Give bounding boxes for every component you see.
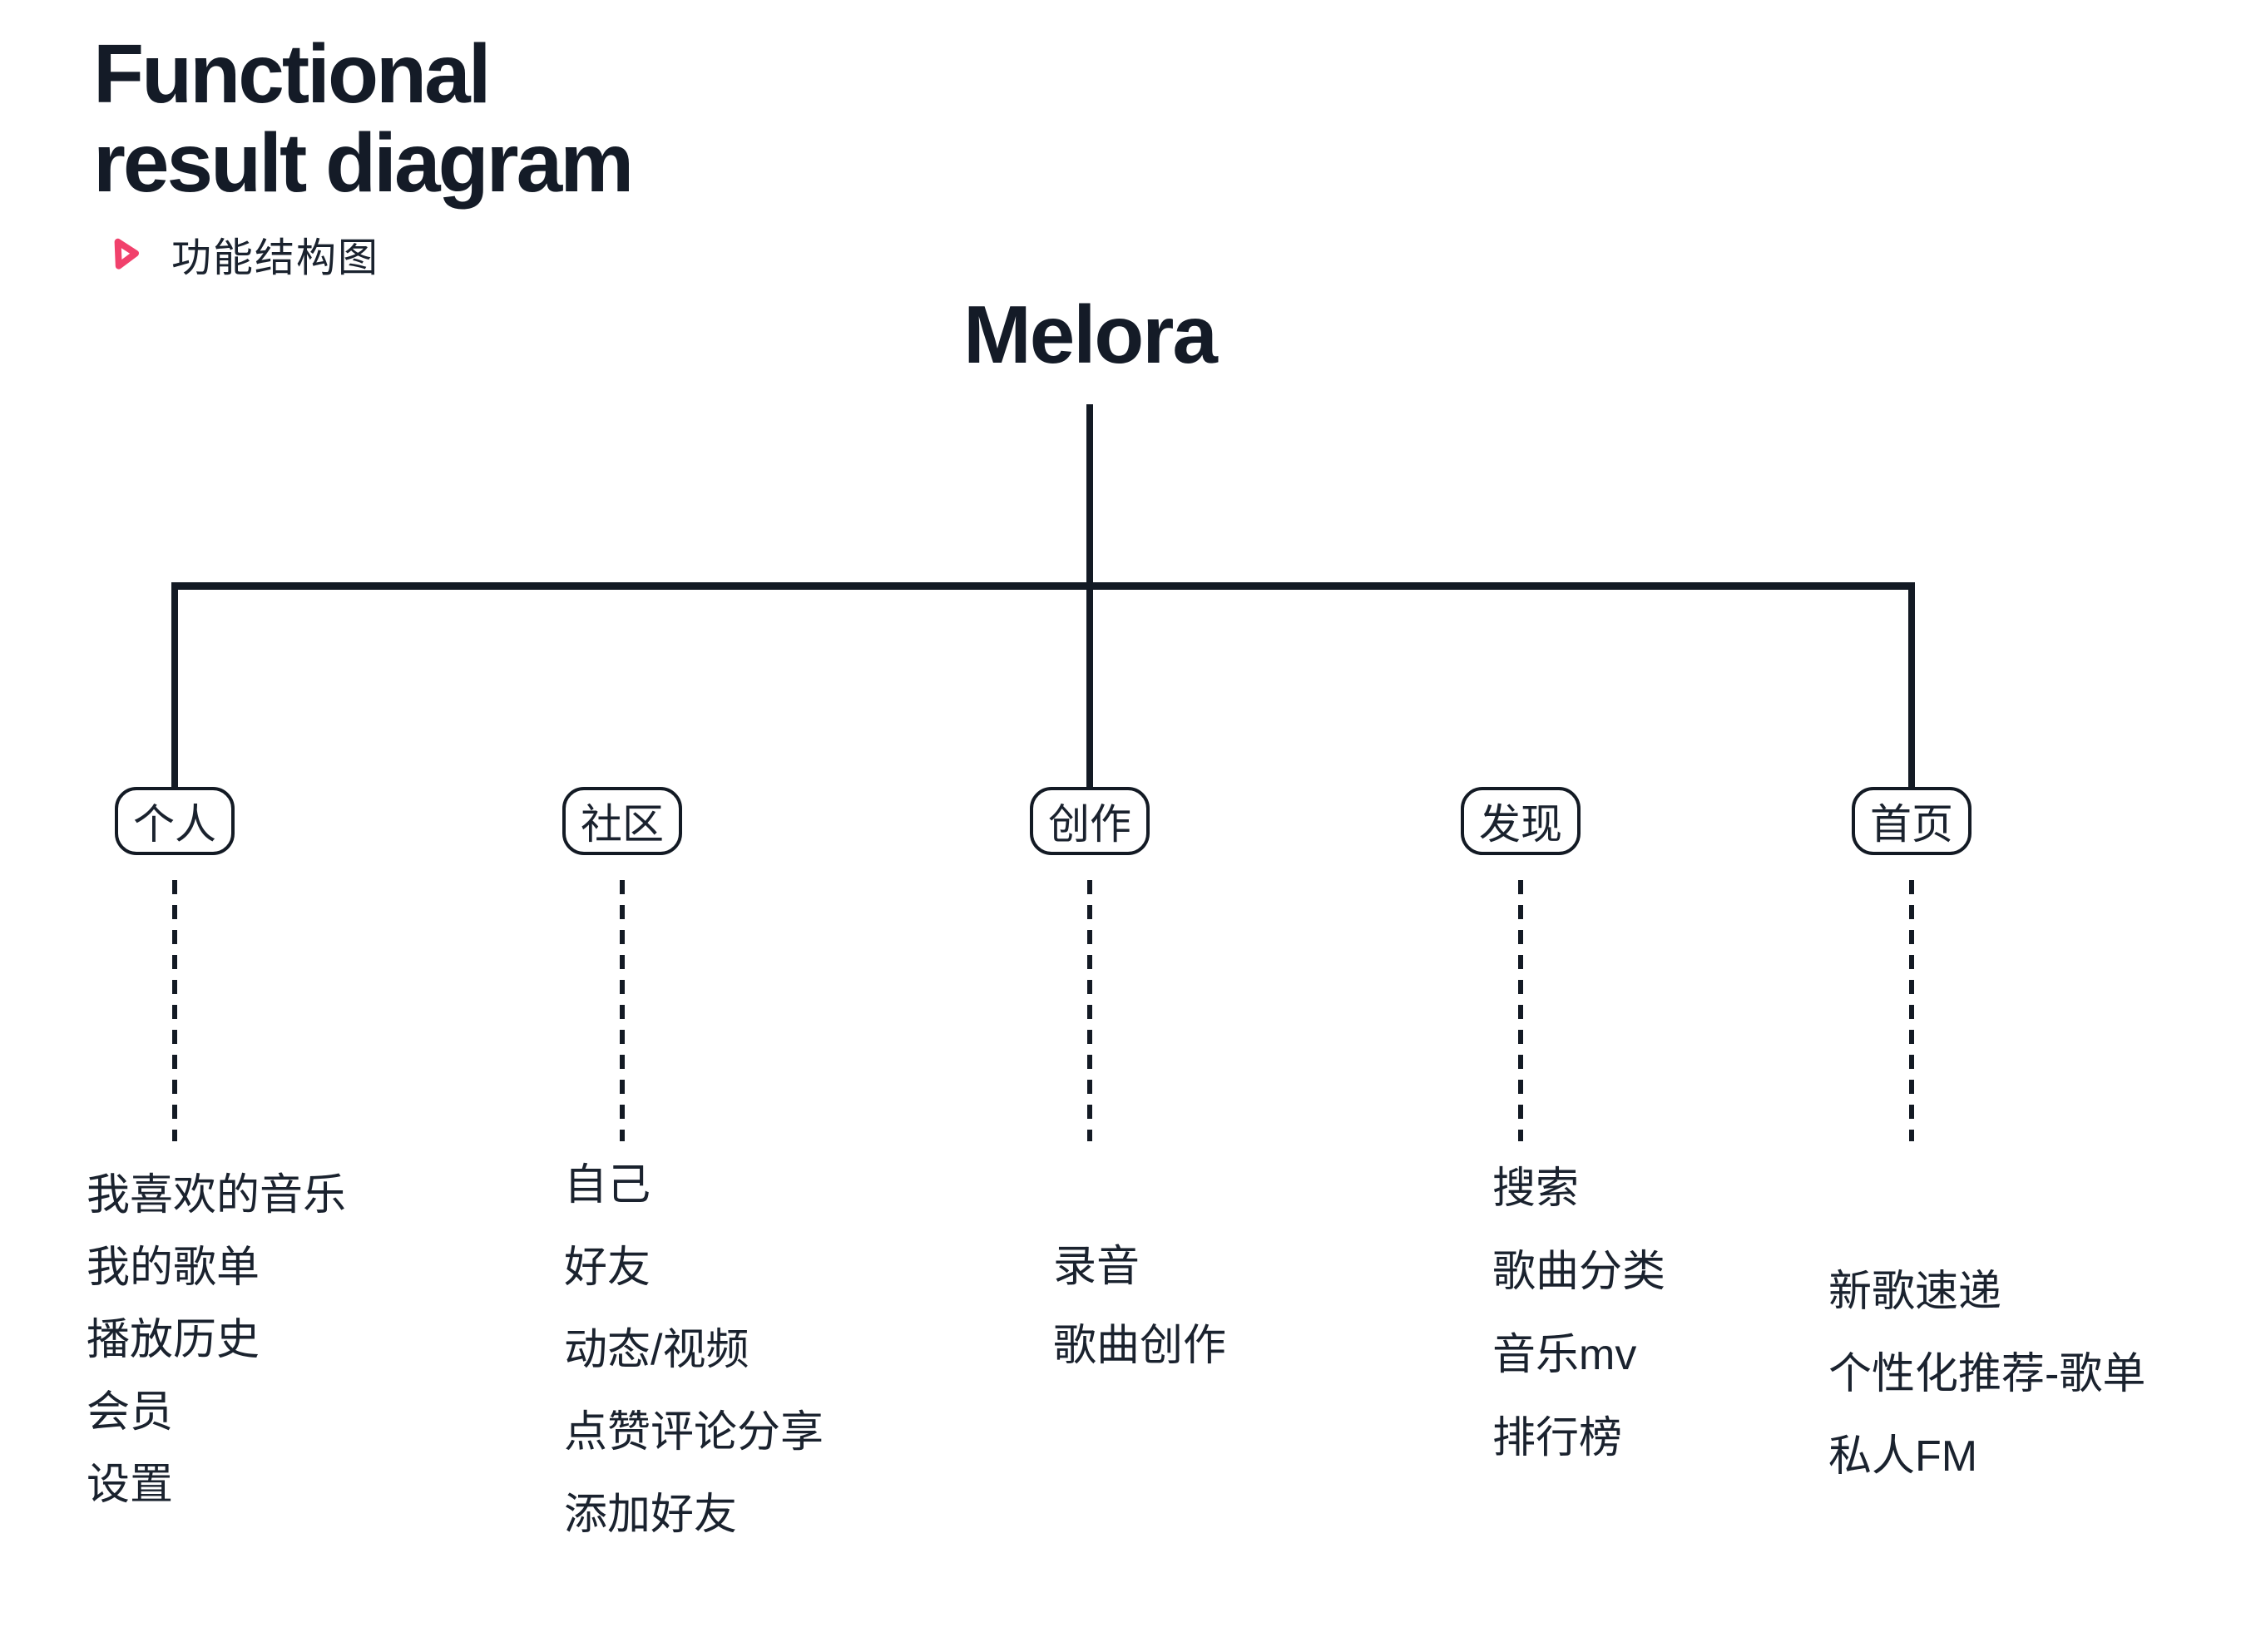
list-item: 录音	[1053, 1243, 1140, 1291]
right-branch-connector	[1908, 582, 1915, 789]
list-item: 设置	[87, 1461, 174, 1509]
subtitle-row: 功能结构图	[101, 225, 379, 283]
subtitle-label: 功能结构图	[171, 236, 380, 280]
leaf-list-community: 自己 好友 动态/视频 点赞评论分享 添加好友	[564, 1163, 824, 1537]
list-item: 音乐mv	[1492, 1331, 1637, 1379]
root-stem-connector	[1086, 404, 1093, 586]
list-item: 搜索	[1492, 1165, 1580, 1213]
list-item: 动态/视频	[564, 1326, 750, 1374]
dashed-connector-personal	[172, 880, 177, 1141]
play-icon	[101, 230, 148, 277]
list-item: 歌曲创作	[1053, 1322, 1227, 1370]
leaf-list-personal: 我喜欢的音乐 我的歌单 播放历史 会员 设置	[87, 1173, 346, 1507]
list-item: 添加好友	[564, 1491, 738, 1539]
branch-node-home: 首页	[1852, 787, 1971, 855]
list-item: 个性化推荐-歌单	[1828, 1350, 2146, 1398]
list-item: 排行榜	[1492, 1414, 1623, 1462]
leaf-list-home: 新歌速递 个性化推荐-歌单 私人FM	[1828, 1269, 2145, 1479]
branch-node-community: 社区	[562, 787, 682, 855]
dashed-connector-community	[620, 880, 625, 1141]
horizontal-connector	[171, 582, 1915, 590]
branch-node-personal: 个人	[115, 787, 235, 855]
list-item: 私人FM	[1828, 1432, 1978, 1481]
page-title-line-1: Functional	[93, 27, 492, 121]
dashed-connector-creation	[1087, 880, 1092, 1141]
dashed-connector-home	[1909, 880, 1914, 1141]
page-title-line-2: result diagram	[93, 116, 634, 210]
list-item: 会员	[87, 1388, 174, 1437]
list-item: 自己	[564, 1161, 651, 1209]
page-title: Functional result diagram	[93, 27, 634, 210]
list-item: 歌曲分类	[1492, 1248, 1666, 1296]
branch-node-discover: 发现	[1461, 787, 1581, 855]
leaf-list-discover: 搜索 歌曲分类 音乐mv 排行榜	[1492, 1166, 1665, 1461]
list-item: 新歌速递	[1828, 1268, 2002, 1316]
root-node-label: Melora	[963, 289, 1218, 380]
center-branch-connector	[1086, 582, 1093, 789]
list-item: 我的歌单	[87, 1244, 260, 1292]
branch-node-creation: 创作	[1030, 787, 1150, 855]
list-item: 好友	[564, 1244, 651, 1292]
list-item: 点赞评论分享	[564, 1408, 824, 1457]
left-branch-connector	[171, 582, 178, 789]
dashed-connector-discover	[1518, 880, 1523, 1141]
leaf-list-creation: 录音 歌曲创作	[1053, 1244, 1226, 1368]
list-item: 我喜欢的音乐	[87, 1171, 347, 1219]
list-item: 播放历史	[87, 1316, 260, 1364]
